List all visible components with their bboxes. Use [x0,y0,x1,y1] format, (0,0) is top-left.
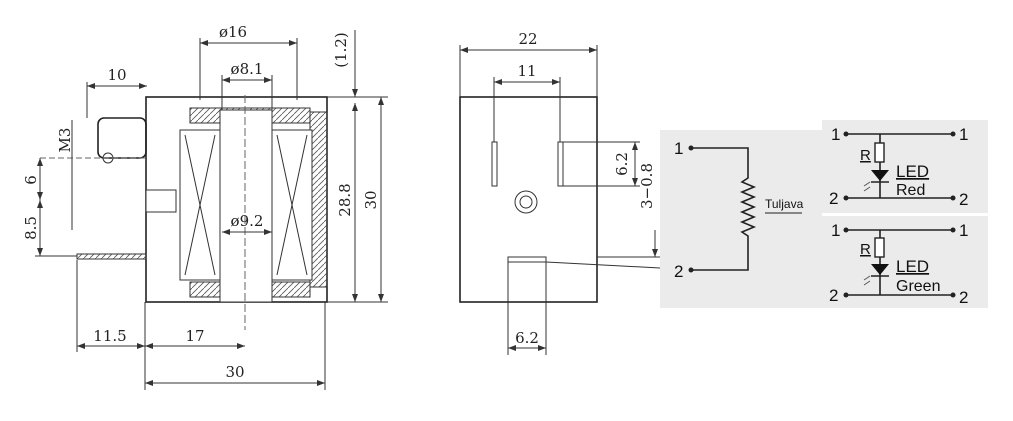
green-color-label: Green [896,278,940,295]
dim-d16: ø16 [219,23,247,41]
red-r-label: R [860,147,871,164]
red-in-2: 2 [829,189,838,208]
green-out-2: 2 [959,288,968,307]
dim-11-5: 11.5 [93,327,126,345]
dim-8-5: 8.5 [22,216,40,240]
dim-30-width: 30 [225,363,244,381]
dim-1-2: (1.2) [332,32,350,68]
dim-6-2-pin: 6.2 [613,152,631,176]
red-led-label: LED [896,162,929,181]
side-section-view: ø16 ø8.1 ø9.2 10 M3 6 8.5 (1.2) 28.8 30 … [22,23,388,390]
dim-30-height: 30 [362,190,380,209]
front-view: 22 11 6.2 3−0.8 6.2 [459,30,661,355]
green-r-label: R [860,241,871,258]
resistor-icon [874,142,885,163]
red-out-1: 1 [959,125,968,144]
dim-22: 22 [518,30,537,48]
red-out-2: 2 [959,190,968,209]
green-in-1: 1 [831,221,840,240]
red-color-label: Red [896,182,925,199]
circuit-diagrams: 1 2 Tuljava 1 1 2 2 R LED Red [660,120,988,308]
dim-m3: M3 [56,128,74,153]
coil-pin-2: 2 [674,262,683,281]
green-out-1: 1 [959,221,968,240]
dim-6: 6 [22,175,40,185]
dim-6-2-bottom: 6.2 [515,329,539,347]
dim-d9-2: ø9.2 [231,212,264,230]
dim-10: 10 [107,66,126,84]
coil-schematic: 1 2 Tuljava [674,139,804,281]
dim-28-8: 28.8 [336,183,354,216]
led-diode-icon [871,264,889,275]
dim-17: 17 [185,327,204,345]
dim-11: 11 [517,62,536,80]
resistor-icon [874,237,885,258]
red-in-1: 1 [831,125,840,144]
green-in-2: 2 [829,286,838,305]
coil-label: Tuljava [765,197,804,211]
green-led-label: LED [896,257,929,276]
led-green-schematic: 1 1 2 2 R LED Green [829,221,968,307]
coil-pin-1: 1 [674,139,683,158]
dim-3-0-8: 3−0.8 [638,163,656,209]
dim-d8-1: ø8.1 [231,60,264,78]
led-red-schematic: 1 1 2 2 R LED Red [829,125,968,209]
led-diode-icon [871,170,889,181]
